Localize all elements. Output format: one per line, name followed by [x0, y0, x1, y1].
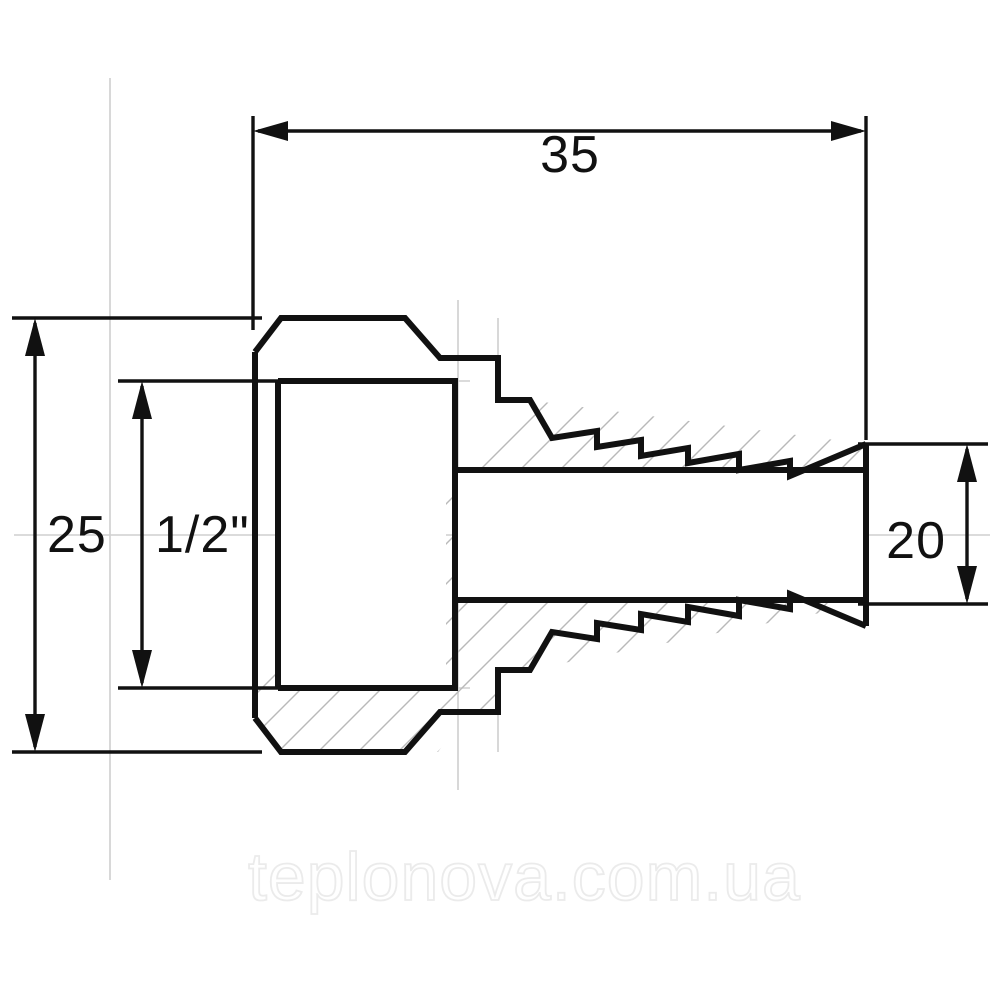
- bore-cavity-fill: [280, 383, 446, 686]
- site-watermark: teplonova.com.ua: [248, 839, 801, 915]
- dim-25-arrow-bottom: [25, 714, 45, 752]
- dimension-thread-size-group: 1/2": [118, 379, 290, 690]
- body-outline-group: [252, 315, 869, 755]
- dim-35-arrow-right: [831, 121, 866, 141]
- dimension-25-group: 25: [12, 316, 262, 754]
- dim-20-arrow-top: [957, 444, 977, 482]
- dim-35-arrow-left: [253, 121, 288, 141]
- dim-thread-arrow-bottom: [132, 650, 152, 688]
- dim-20-arrow-bottom: [957, 566, 977, 604]
- dim-35-label: 35: [540, 126, 600, 184]
- dim-thread-arrow-top: [132, 381, 152, 419]
- dim-25-arrow-top: [25, 318, 45, 356]
- hose-bore-fill: [455, 472, 867, 598]
- dim-25-label: 25: [47, 506, 107, 564]
- dim-thread-label: 1/2": [155, 506, 250, 564]
- thread-bore-outline: [278, 378, 458, 691]
- dim-20-label: 20: [886, 512, 946, 570]
- dimension-20-group: 20: [858, 442, 988, 606]
- dimension-35-group: 35: [251, 116, 868, 440]
